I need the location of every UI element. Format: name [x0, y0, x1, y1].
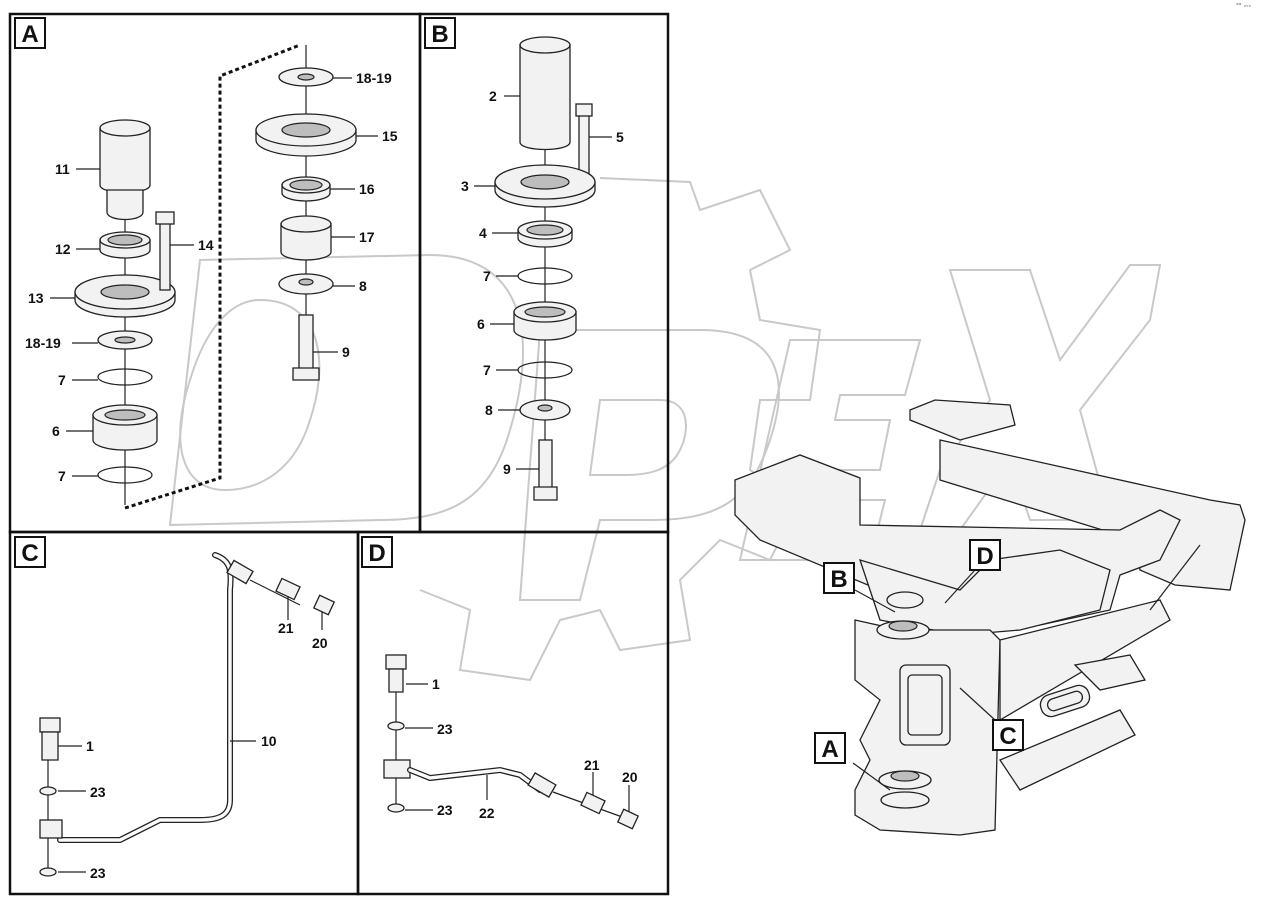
svg-text:17: 17	[359, 229, 375, 245]
svg-text:20: 20	[312, 635, 328, 651]
svg-text:B: B	[431, 21, 448, 48]
svg-text:7: 7	[58, 372, 66, 388]
panel-frames	[8, 12, 670, 896]
svg-text:C: C	[999, 723, 1016, 750]
svg-text:13: 13	[28, 290, 44, 306]
section-title-d: D	[361, 536, 393, 568]
svg-text:7: 7	[58, 468, 66, 484]
svg-text:6: 6	[52, 423, 60, 439]
assembly-callout-d: D	[944, 539, 1001, 604]
corner-note: °° ◦◦◦	[1236, 3, 1251, 10]
svg-text:D: D	[976, 543, 993, 570]
svg-text:7: 7	[483, 268, 491, 284]
section-d-leaders	[405, 683, 630, 812]
svg-text:4: 4	[479, 225, 487, 241]
svg-text:21: 21	[278, 620, 294, 636]
svg-text:1: 1	[86, 738, 94, 754]
section-title-a: A	[14, 17, 46, 49]
section-c-labels: 21 20 10 1 23 23	[86, 620, 328, 881]
svg-text:11: 11	[55, 161, 70, 177]
svg-text:9: 9	[503, 461, 511, 477]
section-d-drawing	[383, 654, 640, 830]
svg-text:2: 2	[489, 88, 497, 104]
svg-text:C: C	[21, 540, 38, 567]
svg-text:7: 7	[483, 362, 491, 378]
svg-text:23: 23	[437, 802, 453, 818]
svg-text:12: 12	[55, 241, 71, 257]
section-a-labels: 18-19 15 16 17 8 9 11 14 12 13 18-19 7 6…	[25, 70, 398, 484]
main-assembly-drawing	[734, 399, 1246, 836]
section-a-leaders	[50, 77, 378, 477]
svg-text:21: 21	[584, 757, 600, 773]
svg-text:1: 1	[432, 676, 440, 692]
svg-text:14: 14	[198, 237, 214, 253]
section-b-drawing	[494, 36, 596, 501]
svg-text:23: 23	[90, 865, 106, 881]
assembly-callout-b: B	[823, 562, 896, 613]
section-d-labels: 1 23 23 22 21 20	[432, 676, 638, 821]
section-b-labels: 2 5 3 4 7 6 7 8 9	[461, 88, 624, 477]
assembly-callout-a: A	[814, 732, 891, 791]
svg-text:22: 22	[479, 805, 495, 821]
section-c-drawing	[39, 552, 336, 877]
svg-text:D: D	[368, 540, 385, 567]
svg-text:15: 15	[382, 128, 398, 144]
svg-text:8: 8	[485, 402, 493, 418]
svg-text:A: A	[21, 21, 38, 48]
section-c-leaders	[58, 596, 323, 873]
svg-text:18-19: 18-19	[356, 70, 392, 86]
section-a-drawing	[74, 43, 357, 510]
section-title-b: B	[424, 17, 456, 49]
svg-text:A: A	[821, 736, 838, 763]
svg-text:23: 23	[90, 784, 106, 800]
svg-text:9: 9	[342, 344, 350, 360]
svg-text:B: B	[830, 566, 847, 593]
section-title-c: C	[14, 536, 46, 568]
svg-text:3: 3	[461, 178, 469, 194]
svg-text:8: 8	[359, 278, 367, 294]
svg-text:5: 5	[616, 129, 624, 145]
assembly-callout-c: C	[959, 687, 1024, 751]
svg-text:10: 10	[261, 733, 277, 749]
svg-text:6: 6	[477, 316, 485, 332]
svg-text:23: 23	[437, 721, 453, 737]
svg-text:16: 16	[359, 181, 375, 197]
svg-text:20: 20	[622, 769, 638, 785]
svg-text:18-19: 18-19	[25, 335, 61, 351]
section-b-leaders	[474, 95, 612, 470]
